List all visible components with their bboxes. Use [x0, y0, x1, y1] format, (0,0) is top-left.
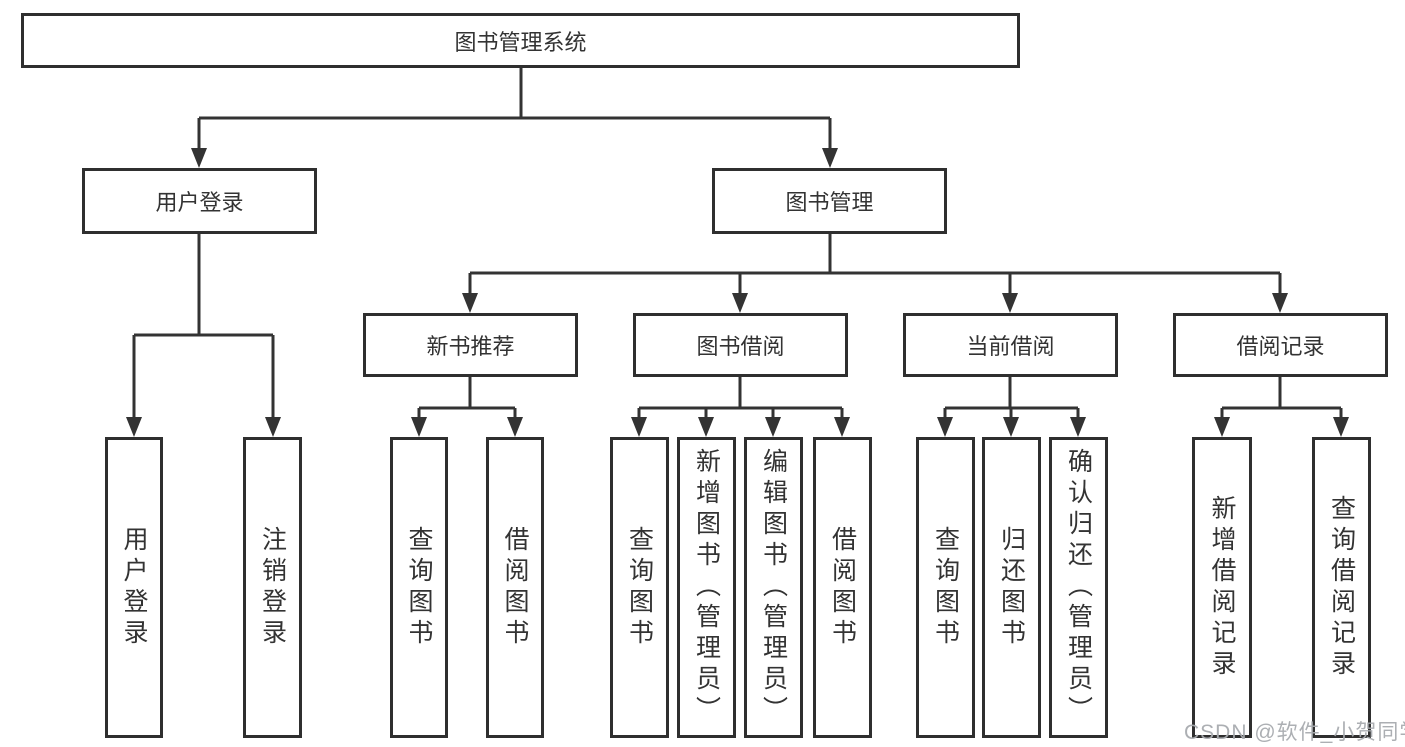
edge-user-login-children	[132, 234, 275, 421]
arrowhead-icon	[765, 417, 781, 437]
node-current-borrowing: 当前借阅	[903, 313, 1118, 377]
arrowhead-icon	[822, 148, 838, 168]
arrowhead-icon	[462, 293, 478, 313]
node-borrow-records: 借阅记录	[1173, 313, 1388, 377]
arrowheads	[126, 148, 1349, 437]
arrowhead-icon	[1002, 293, 1018, 313]
arrowhead-icon	[126, 417, 142, 437]
arrowhead-icon	[507, 417, 523, 437]
node-user-login-leaf: 用户登录	[105, 437, 163, 738]
edge-book-mgmt-children	[468, 234, 1282, 297]
edge-root-to-level2	[197, 68, 832, 152]
arrowhead-icon	[732, 293, 748, 313]
node-nbr-query-book: 查询图书	[390, 437, 448, 738]
node-bb-add-book-admin: 新增图书（管理员）	[677, 437, 736, 738]
node-book-management: 图书管理	[712, 168, 947, 234]
arrowhead-icon	[1070, 417, 1086, 437]
arrowhead-icon	[411, 417, 427, 437]
node-user-login: 用户登录	[82, 168, 317, 234]
watermark-text: CSDN @软件_小贺同学	[1184, 721, 1405, 744]
edge-new-book-rec-children	[417, 377, 517, 421]
arrowhead-icon	[1003, 417, 1019, 437]
node-bb-borrow-book: 借阅图书	[813, 437, 872, 738]
node-cb-confirm-return-admin: 确认归还（管理员）	[1049, 437, 1108, 738]
arrowhead-icon	[834, 417, 850, 437]
node-bb-query-book: 查询图书	[610, 437, 669, 738]
edge-book-borrow-children	[637, 377, 844, 421]
edge-borrow-record-children	[1220, 377, 1343, 421]
node-cb-query-book: 查询图书	[916, 437, 975, 738]
node-nbr-borrow-book: 借阅图书	[486, 437, 544, 738]
node-root: 图书管理系统	[21, 13, 1020, 68]
arrowhead-icon	[1272, 293, 1288, 313]
arrowhead-icon	[191, 148, 207, 168]
arrowhead-icon	[265, 417, 281, 437]
arrowhead-icon	[937, 417, 953, 437]
node-br-query-record: 查询借阅记录	[1312, 437, 1371, 738]
node-new-book-recommend: 新书推荐	[363, 313, 578, 377]
arrowhead-icon	[631, 417, 647, 437]
node-bb-edit-book-admin: 编辑图书（管理员）	[744, 437, 803, 738]
node-logout-leaf: 注销登录	[243, 437, 302, 738]
node-book-borrowing: 图书借阅	[633, 313, 848, 377]
node-cb-return-book: 归还图书	[982, 437, 1041, 738]
arrowhead-icon	[698, 417, 714, 437]
arrowhead-icon	[1333, 417, 1349, 437]
edge-current-borrow-children	[943, 377, 1080, 421]
node-br-add-record: 新增借阅记录	[1192, 437, 1252, 738]
arrowhead-icon	[1214, 417, 1230, 437]
